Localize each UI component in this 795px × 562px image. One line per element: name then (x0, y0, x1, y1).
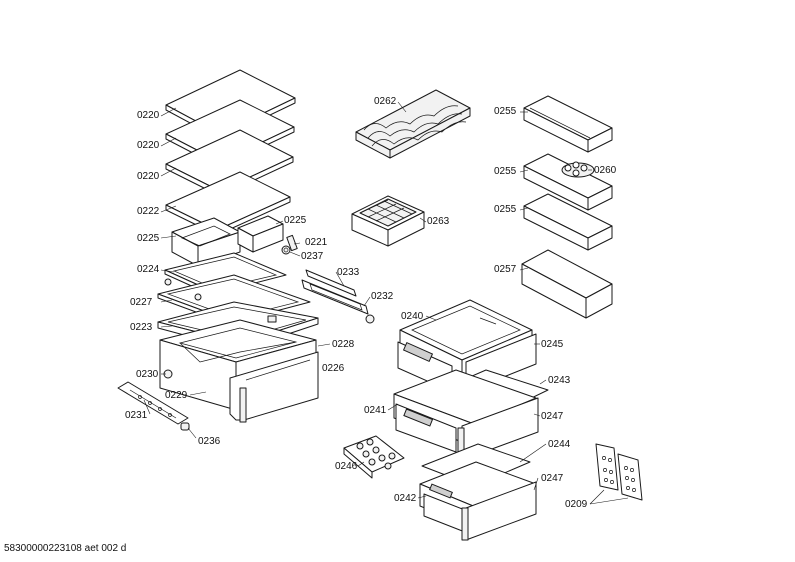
label-0260: 0260 (594, 165, 617, 176)
storage-box-0225-left (171, 217, 241, 267)
label-0230: 0230 (136, 369, 159, 380)
label-0209: 0209 (565, 499, 588, 510)
label-0227: 0227 (130, 297, 153, 308)
cold-pack-0209-right (617, 453, 643, 501)
freezer-drawer-0242 (419, 461, 537, 541)
label-0241: 0241 (364, 405, 387, 416)
label-0257: 0257 (494, 264, 517, 275)
label-0242: 0242 (394, 493, 417, 504)
label-0228: 0228 (332, 339, 355, 350)
door-shelf-0255-top (523, 95, 613, 153)
label-0229: 0229 (165, 390, 188, 401)
label-0236: 0236 (198, 436, 221, 447)
screw-0224 (164, 278, 172, 286)
label-0255-middle: 0255 (494, 166, 517, 177)
freezer-drawer-0241 (393, 369, 539, 465)
label-0231: 0231 (125, 410, 148, 421)
label-0247-upper: 0247 (541, 411, 564, 422)
label-0232: 0232 (371, 291, 394, 302)
label-0221: 0221 (305, 237, 328, 248)
crisper-drawer-0226 (159, 319, 319, 423)
bottle-rack-0262 (355, 89, 471, 159)
label-0255-top: 0255 (494, 106, 517, 117)
label-0220-top: 0220 (137, 110, 160, 121)
container-0263 (351, 195, 425, 247)
label-0220-second: 0220 (137, 140, 160, 151)
label-0222: 0222 (137, 206, 160, 217)
ice-tray-0246 (343, 435, 405, 479)
label-0247-lower: 0247 (541, 473, 564, 484)
rail-0233 (305, 269, 357, 297)
label-0245: 0245 (541, 339, 564, 350)
label-0225-left: 0225 (137, 233, 160, 244)
label-0225-right: 0225 (284, 215, 307, 226)
footer-document-code: 58300000223108 aet 002 d (4, 543, 126, 554)
leader-lines (143, 101, 629, 505)
label-0240: 0240 (401, 311, 424, 322)
label-0226: 0226 (322, 363, 345, 374)
label-0262: 0262 (374, 96, 397, 107)
label-0237: 0237 (301, 251, 324, 262)
door-shelf-0257 (521, 249, 613, 319)
door-shelf-0255-bottom (523, 193, 613, 251)
label-0255-bottom: 0255 (494, 204, 517, 215)
label-0220-third: 0220 (137, 171, 160, 182)
clip-0236 (180, 422, 190, 431)
screw-0227 (194, 293, 202, 301)
cold-pack-0209-left (595, 443, 619, 491)
label-0263: 0263 (427, 216, 450, 227)
label-0223: 0223 (130, 322, 153, 333)
clip-0237 (281, 245, 291, 255)
label-0246: 0246 (335, 461, 358, 472)
label-0224: 0224 (137, 264, 160, 275)
clip-0232-end (365, 314, 375, 324)
label-0243: 0243 (548, 375, 571, 386)
rail-0231 (117, 381, 189, 425)
label-0233: 0233 (337, 267, 360, 278)
label-0244: 0244 (548, 439, 571, 450)
rail-0232 (301, 279, 369, 315)
storage-box-0225-right (237, 215, 284, 253)
egg-tray-0260 (561, 161, 595, 178)
rod-0221 (286, 234, 298, 252)
